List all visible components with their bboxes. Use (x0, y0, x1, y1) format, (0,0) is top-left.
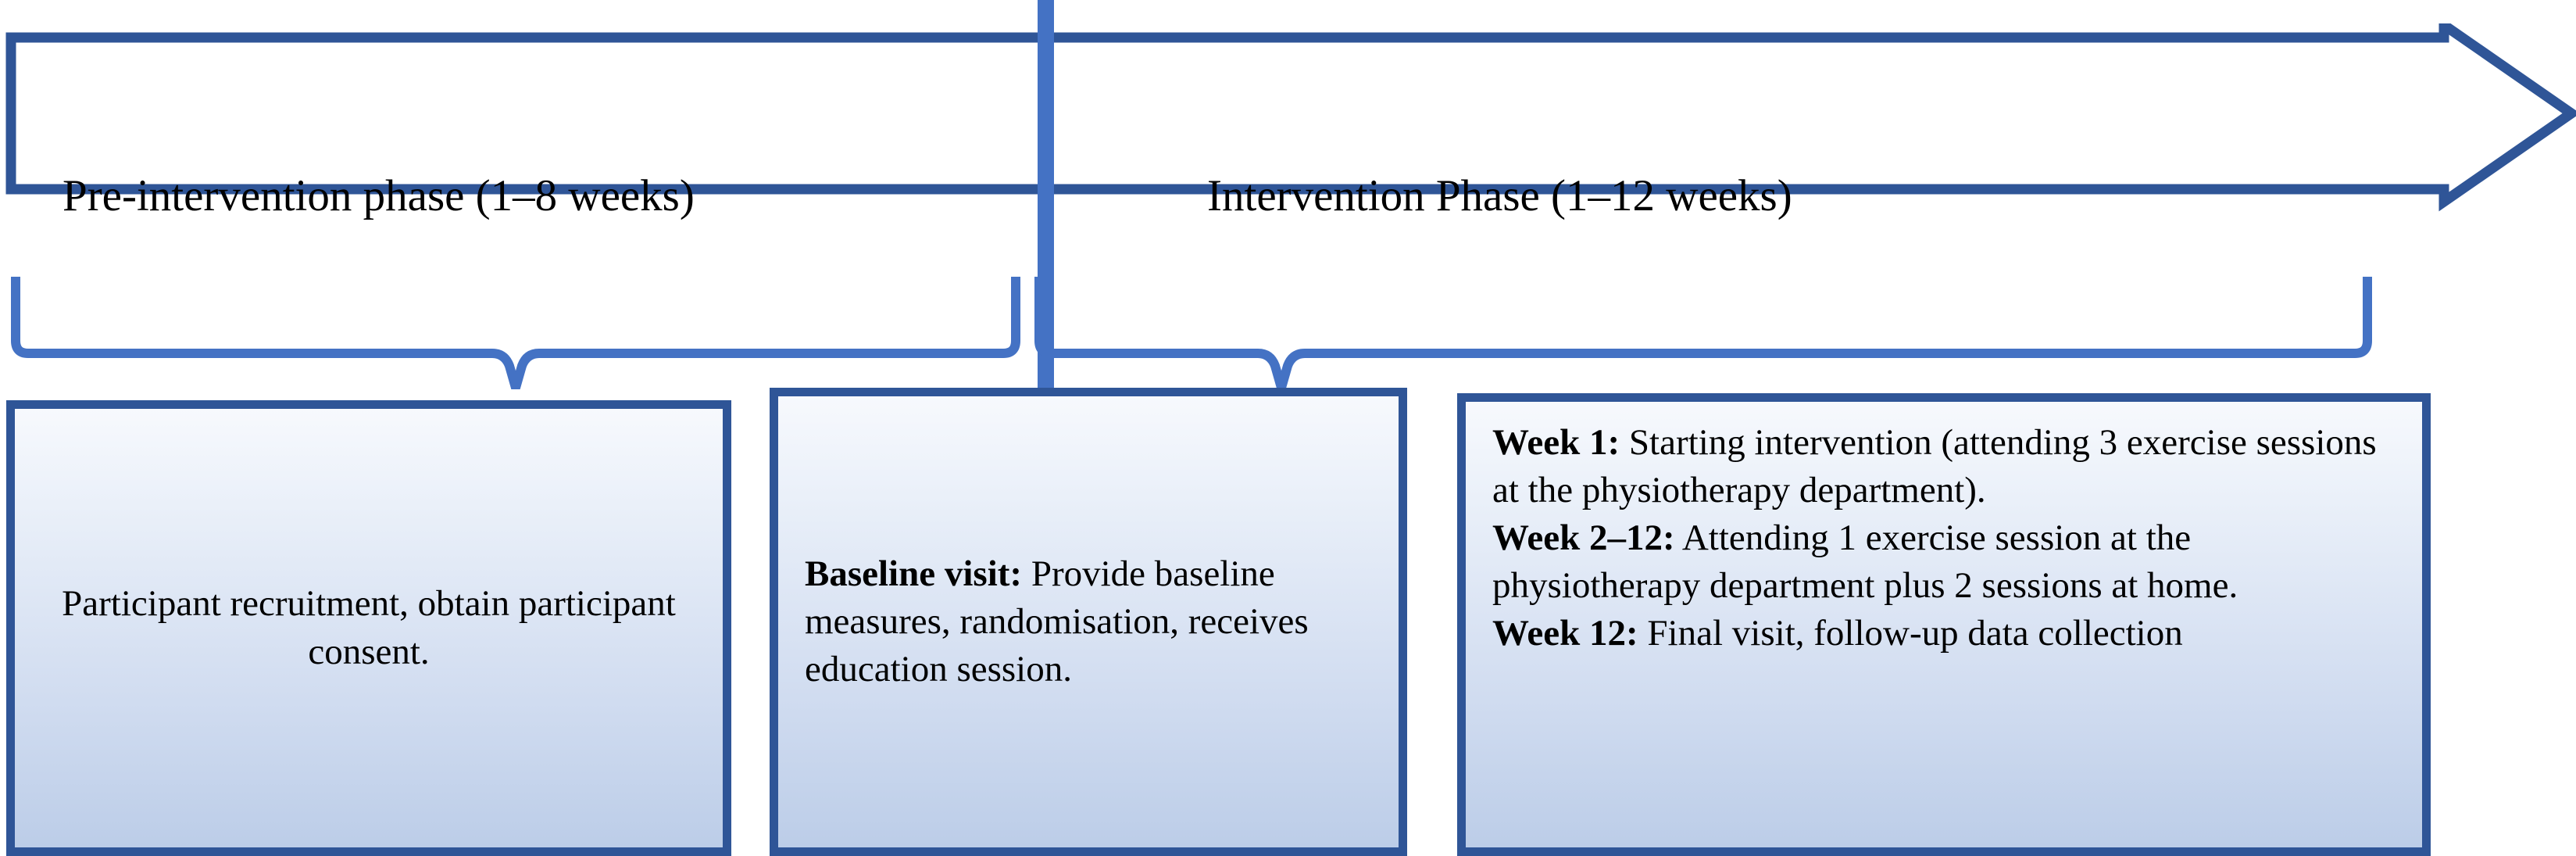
brace-intervention-path (1034, 277, 2372, 389)
phase-divider-line (1038, 0, 1054, 391)
box-participant-recruitment: Participant recruitment, obtain particip… (6, 400, 731, 856)
week-12-text: Final visit, follow-up data collection (1638, 613, 2183, 654)
week-1-lead: Week 1: (1492, 422, 1620, 463)
baseline-text: Provide baseline measures, randomisation… (805, 553, 1309, 690)
week-12-lead: Week 12: (1492, 613, 1638, 654)
intervention-item-week-1: Week 1: Starting intervention (attending… (1492, 419, 2400, 514)
intervention-item-week-2-12: Week 2–12: Attending 1 exercise session … (1492, 514, 2400, 610)
brace-pre-path (11, 277, 1020, 389)
brace-pre-intervention (11, 277, 1020, 389)
box-baseline-content: Baseline visit: Provide baseline measure… (778, 550, 1399, 693)
brace-intervention (1034, 277, 2372, 389)
intervention-item-week-12: Week 12: Final visit, follow-up data col… (1492, 610, 2400, 657)
box-recruitment-content: Participant recruitment, obtain particip… (15, 580, 723, 675)
baseline-paragraph: Baseline visit: Provide baseline measure… (805, 550, 1370, 693)
box-baseline-visit: Baseline visit: Provide baseline measure… (770, 388, 1407, 856)
box-intervention-schedule: Week 1: Starting intervention (attending… (1457, 393, 2431, 856)
recruitment-text: Participant recruitment, obtain particip… (62, 583, 676, 672)
baseline-lead: Baseline visit: (805, 553, 1023, 594)
week-1-text: Starting intervention (attending 3 exerc… (1492, 422, 2377, 511)
phase-label-pre-intervention: Pre-intervention phase (1–8 weeks) (63, 171, 695, 220)
week-2-12-text: Attending 1 exercise session at the phys… (1492, 518, 2238, 607)
week-2-12-lead: Week 2–12: (1492, 518, 1675, 559)
phase-label-intervention: Intervention Phase (1–12 weeks) (1207, 171, 1792, 220)
box-intervention-content: Week 1: Starting intervention (attending… (1466, 402, 2422, 657)
